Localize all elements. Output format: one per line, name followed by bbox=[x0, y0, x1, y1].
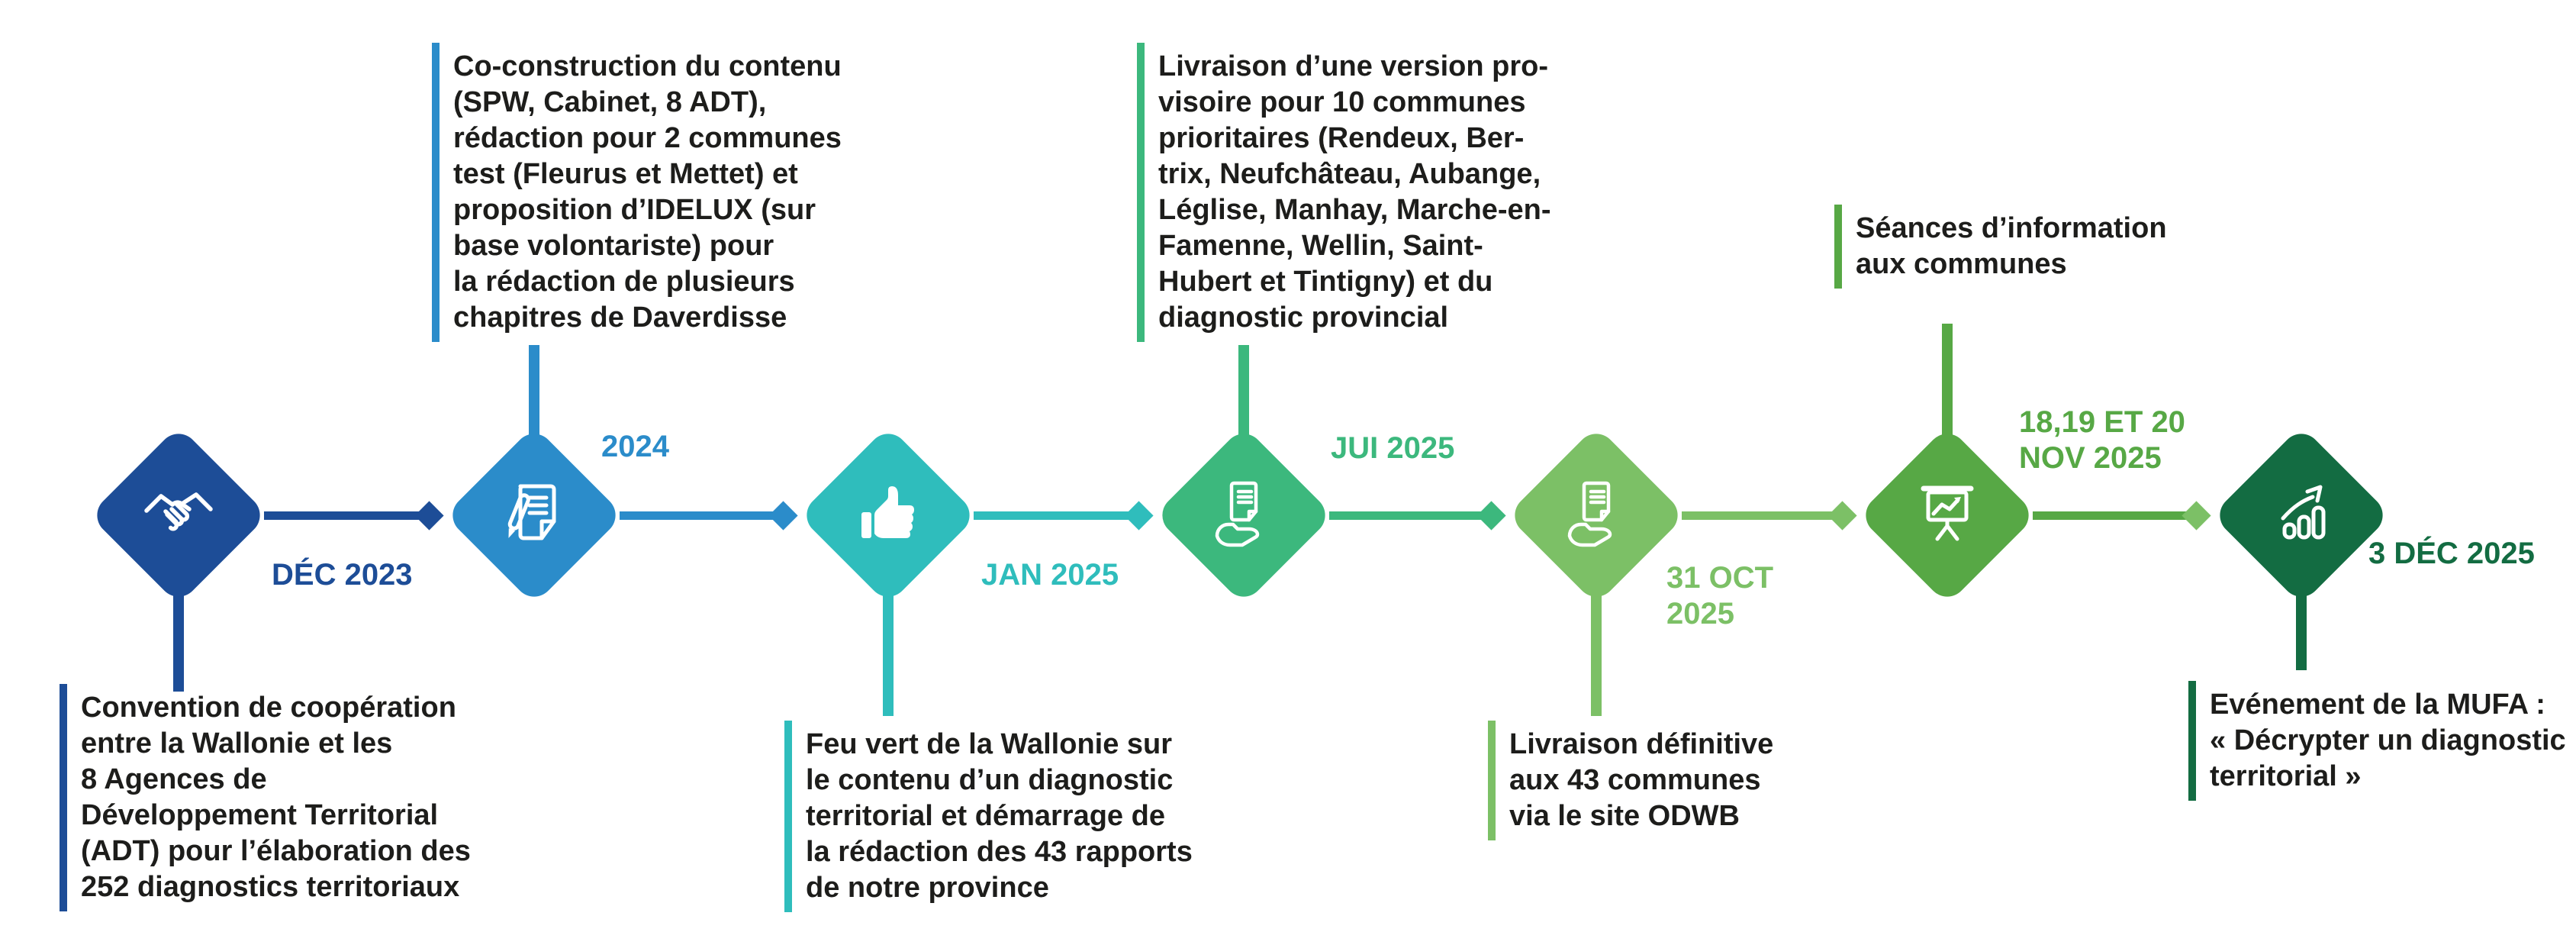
description-line: Evénement de la MUFA : bbox=[2210, 689, 2545, 721]
description-line: 8 Agences de bbox=[81, 763, 267, 795]
description-line: proposition d’IDELUX (sur bbox=[453, 194, 816, 226]
milestone-date: 31 OCT 2025 bbox=[1666, 560, 1773, 632]
arrow-head-icon bbox=[1476, 501, 1506, 531]
description-line: base volontariste) pour bbox=[453, 230, 774, 262]
description-line: rédaction pour 2 communes bbox=[453, 122, 842, 154]
milestone-diamond bbox=[89, 425, 269, 605]
description-line: trix, Neufchâteau, Aubange, bbox=[1158, 158, 1541, 190]
connector-line bbox=[1329, 511, 1486, 520]
milestone-description: Co-construction du contenu (SPW, Cabinet… bbox=[432, 43, 842, 342]
description-line: Feu vert de la Wallonie sur bbox=[806, 728, 1173, 760]
description-line: Séances d’information bbox=[1856, 212, 2167, 244]
date-line: DÉC 2023 bbox=[272, 558, 413, 592]
milestone-description: Livraison d’une version pro- visoire pou… bbox=[1137, 43, 1551, 342]
description-line: la rédaction des 43 rapports bbox=[806, 836, 1193, 868]
description-line: territorial » bbox=[2210, 760, 2362, 792]
connector-line bbox=[974, 511, 1134, 520]
milestone-description: Convention de coopération entre la Wallo… bbox=[60, 684, 471, 911]
description-line: entre la Wallonie et les bbox=[81, 727, 393, 760]
description-line: (ADT) pour l’élaboration des bbox=[81, 835, 471, 867]
description-line: de notre province bbox=[806, 872, 1049, 904]
milestone-date: JUI 2025 bbox=[1331, 431, 1454, 466]
milestone-date: 2024 bbox=[601, 429, 669, 465]
arrow-head-icon bbox=[414, 501, 444, 531]
connector-line bbox=[620, 511, 778, 520]
milestone-date: DÉC 2023 bbox=[272, 557, 413, 593]
connector-stub bbox=[1942, 324, 1953, 443]
connector-stub bbox=[883, 588, 894, 716]
document-hand-icon bbox=[1567, 481, 1612, 547]
date-line: NOV 2025 bbox=[2019, 441, 2162, 475]
description-line: Développement Territorial bbox=[81, 799, 439, 831]
arrow-head-icon bbox=[1124, 501, 1154, 531]
milestone-date: JAN 2025 bbox=[981, 557, 1119, 593]
description-line: prioritaires (Rendeux, Ber- bbox=[1158, 122, 1525, 154]
milestone-diamond bbox=[444, 425, 624, 605]
connector-stub bbox=[1591, 588, 1602, 716]
milestone-diamond bbox=[1506, 425, 1686, 605]
date-line: 18,19 ET 20 bbox=[2019, 405, 2185, 439]
milestone-date: 18,19 ET 20 NOV 2025 bbox=[2019, 405, 2185, 476]
milestone-description: Evénement de la MUFA : « Décrypter un di… bbox=[2188, 681, 2566, 801]
description-line: Livraison définitive bbox=[1509, 728, 1774, 760]
description-line: Co-construction du contenu bbox=[453, 50, 842, 82]
description-line: aux communes bbox=[1856, 248, 2067, 280]
description-line: 252 diagnostics territoriaux bbox=[81, 871, 460, 903]
arrow-head-icon bbox=[1827, 501, 1857, 531]
description-line: (SPW, Cabinet, 8 ADT), bbox=[453, 86, 767, 118]
description-line: via le site ODWB bbox=[1509, 800, 1740, 832]
document-pen-icon bbox=[507, 484, 556, 540]
growth-chart-icon bbox=[2281, 485, 2326, 540]
connector-line bbox=[264, 511, 424, 520]
milestone-description: Feu vert de la Wallonie sur le contenu d… bbox=[784, 721, 1193, 912]
description-line: Famenne, Wellin, Saint- bbox=[1158, 230, 1483, 262]
description-line: test (Fleurus et Mettet) et bbox=[453, 158, 798, 190]
document-hand-icon bbox=[1215, 481, 1260, 547]
connector-stub bbox=[529, 345, 539, 443]
description-line: Hubert et Tintigny) et du bbox=[1158, 266, 1493, 298]
date-line: JUI 2025 bbox=[1331, 431, 1455, 465]
milestone-diamond bbox=[2211, 425, 2391, 605]
connector-line bbox=[2033, 511, 2191, 520]
description-line: aux 43 communes bbox=[1509, 764, 1761, 796]
milestone-description: Séances d’information aux communes bbox=[1834, 205, 2167, 289]
connector-stub bbox=[173, 588, 184, 692]
date-line: 31 OCT bbox=[1666, 561, 1774, 595]
description-line: territorial et démarrage de bbox=[806, 800, 1165, 832]
connector-line bbox=[1682, 511, 1837, 520]
description-line: chapitres de Daverdisse bbox=[453, 302, 787, 334]
date-line: 2024 bbox=[601, 430, 669, 463]
arrow-head-icon bbox=[2182, 501, 2211, 531]
description-line: diagnostic provincial bbox=[1158, 302, 1449, 334]
date-line: 2025 bbox=[1666, 597, 1734, 631]
arrow-head-icon bbox=[768, 501, 798, 531]
description-line: Convention de coopération bbox=[81, 692, 456, 724]
connector-stub bbox=[1238, 345, 1249, 443]
milestone-diamond bbox=[1154, 425, 1334, 605]
description-line: le contenu d’un diagnostic bbox=[806, 764, 1174, 796]
date-line: JAN 2025 bbox=[981, 558, 1119, 592]
milestone-description: Livraison définitive aux 43 communes via… bbox=[1488, 721, 1773, 840]
description-line: visoire pour 10 communes bbox=[1158, 86, 1526, 118]
milestone-diamond bbox=[1857, 425, 2037, 605]
connector-stub bbox=[2296, 588, 2307, 670]
milestone-date: 3 DÉC 2025 bbox=[2368, 536, 2535, 572]
date-line: 3 DÉC 2025 bbox=[2368, 537, 2535, 570]
description-line: « Décrypter un diagnostic bbox=[2210, 724, 2566, 756]
description-line: la rédaction de plusieurs bbox=[453, 266, 795, 298]
presentation-chart-icon bbox=[1921, 485, 1974, 541]
milestone-diamond bbox=[798, 425, 978, 605]
description-line: Léglise, Manhay, Marche-en- bbox=[1158, 194, 1551, 226]
description-line: Livraison d’une version pro- bbox=[1158, 50, 1548, 82]
thumbs-up-icon bbox=[861, 486, 914, 538]
handshake-icon bbox=[144, 492, 213, 531]
